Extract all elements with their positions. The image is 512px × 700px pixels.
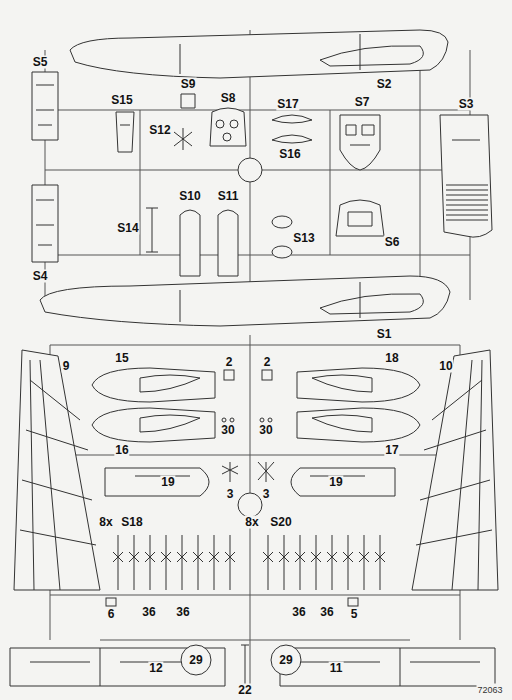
callout-number: 11 (329, 662, 344, 675)
small-part (193, 535, 203, 590)
callout-number: S14 (116, 222, 139, 235)
callout-number: 36 (291, 606, 306, 619)
callout-number: 17 (384, 444, 399, 457)
callout-number: S12 (148, 124, 171, 137)
callout-number: S2 (376, 78, 393, 91)
callout-number: 3 (262, 488, 271, 501)
callout-number: 12 (148, 662, 163, 675)
callout-number: 36 (175, 606, 190, 619)
callout-number: S8 (220, 92, 237, 105)
callout-number: 36 (319, 606, 334, 619)
callout-number: 15 (114, 352, 129, 365)
callout-number: 10 (438, 360, 453, 373)
small-part (209, 535, 219, 590)
small-part (263, 535, 273, 590)
small-part (113, 535, 123, 590)
small-part (161, 535, 171, 590)
callout-number: S17 (276, 98, 299, 111)
small-part (311, 535, 321, 590)
callout-number: S18 (120, 516, 143, 529)
callout-number: S20 (269, 516, 292, 529)
callout-number: 29 (278, 654, 293, 667)
callout-number: S10 (178, 190, 201, 203)
small-part (279, 535, 289, 590)
callout-number: S16 (278, 148, 301, 161)
callout-number: 6 (107, 608, 116, 621)
callout-number: S5 (32, 56, 49, 69)
callout-number: S4 (32, 270, 49, 283)
callout-number: S1 (376, 328, 393, 341)
small-part (375, 535, 385, 590)
callout-number: S9 (180, 78, 197, 91)
callout-number: S7 (354, 96, 371, 109)
callout-number: S6 (384, 236, 401, 249)
callout-number: 2 (225, 356, 234, 369)
part-number-note: 72063 (476, 683, 503, 696)
small-part (145, 535, 155, 590)
callout-number: 8x (98, 516, 113, 529)
callout-number: 3 (226, 488, 235, 501)
small-part (327, 535, 337, 590)
callout-number: S3 (458, 98, 475, 111)
callout-number: 8x (244, 516, 259, 529)
callout-number: 22 (237, 683, 252, 696)
callout-number: S13 (292, 232, 315, 245)
small-part (295, 535, 305, 590)
small-part (225, 535, 235, 590)
callout-number: 2 (263, 356, 272, 369)
callout-number: 30 (220, 424, 235, 437)
small-part (343, 535, 353, 590)
small-part (359, 535, 369, 590)
callout-number: 19 (328, 476, 343, 489)
callout-number: 16 (114, 444, 129, 457)
callout-number: 36 (141, 606, 156, 619)
callout-number: S15 (110, 94, 133, 107)
callout-number: 5 (350, 608, 359, 621)
callout-number: 30 (258, 424, 273, 437)
callout-number: 18 (384, 352, 399, 365)
callout-number: 9 (62, 360, 71, 373)
small-part (129, 535, 139, 590)
callout-number: S11 (217, 190, 240, 203)
callout-number: 29 (188, 654, 203, 667)
small-part (177, 535, 187, 590)
callout-number: 19 (160, 476, 175, 489)
